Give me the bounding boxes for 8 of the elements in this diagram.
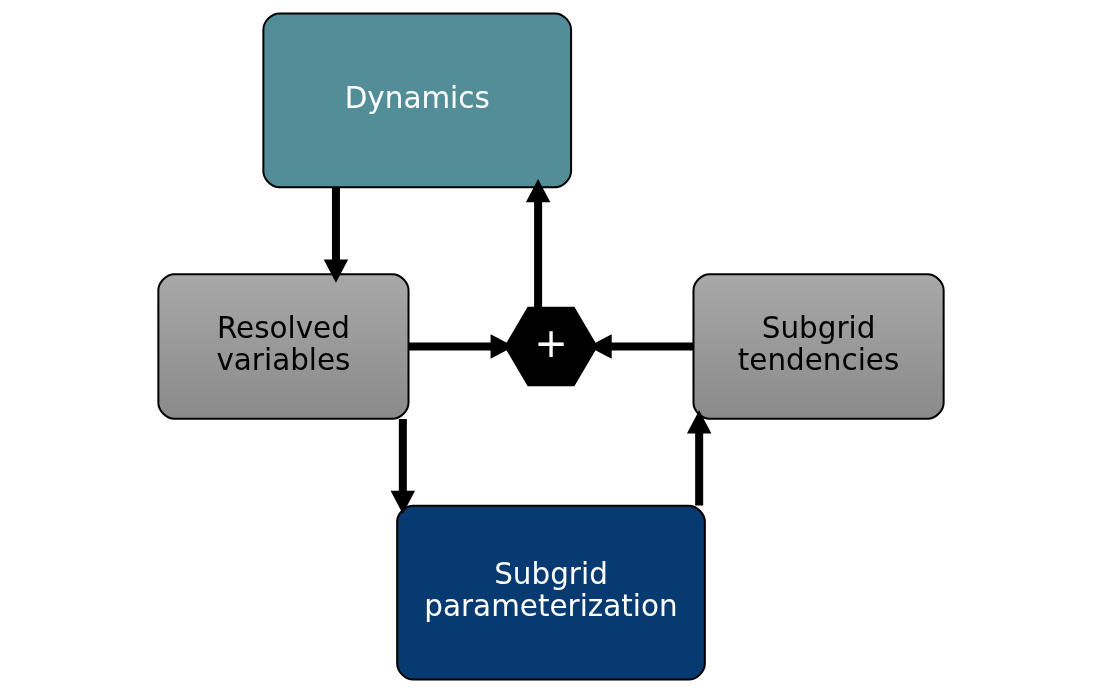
node-box: Dynamics [262, 12, 573, 189]
node-box: Subgrid parameterization [396, 504, 706, 681]
arrow [390, 419, 416, 515]
node-box: Subgrid tendencies [692, 273, 945, 420]
arrow [525, 179, 551, 308]
node-box: Resolved variables [157, 273, 410, 420]
arrow [686, 410, 712, 506]
arrow [323, 187, 349, 283]
